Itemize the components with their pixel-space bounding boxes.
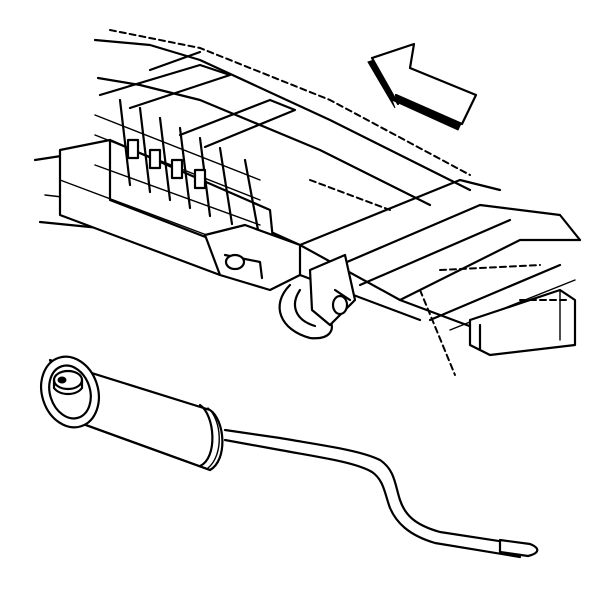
direction-arrow-icon bbox=[367, 42, 478, 131]
muffler bbox=[40, 355, 224, 472]
tailpipe bbox=[223, 428, 539, 559]
exhaust-hanger bbox=[203, 223, 357, 340]
